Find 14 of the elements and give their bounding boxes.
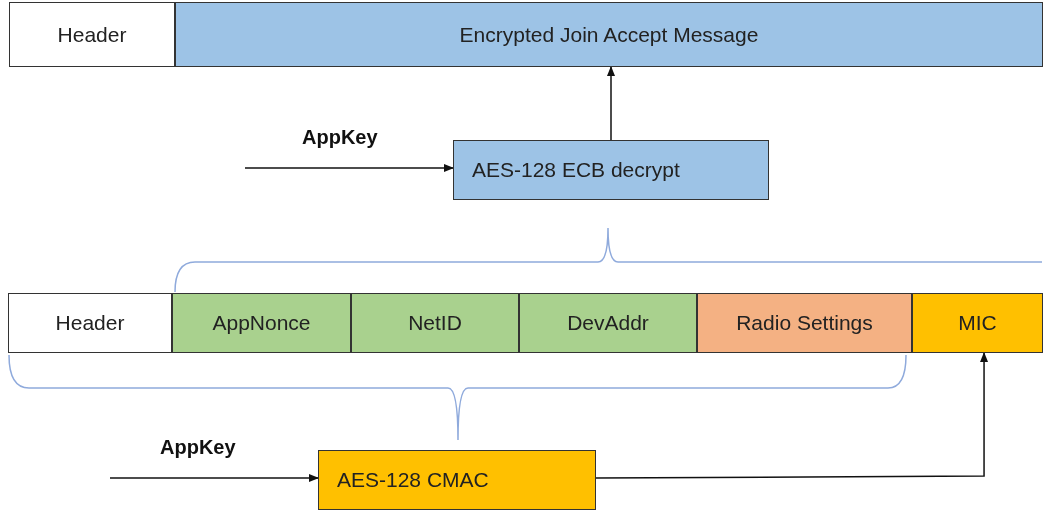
header-field: Header	[8, 293, 172, 353]
packet-field: MIC	[912, 293, 1043, 353]
arrow	[595, 352, 989, 479]
arrow	[109, 474, 319, 482]
process-box: AES-128 ECB decrypt	[453, 140, 769, 200]
message-field: Encrypted Join Accept Message	[175, 2, 1043, 67]
packet-field: AppNonce	[172, 293, 351, 353]
arrow	[244, 164, 454, 172]
packet-field: NetID	[351, 293, 519, 353]
header-field: Header	[9, 2, 175, 67]
arrow	[607, 66, 615, 141]
process-box: AES-128 CMAC	[318, 450, 596, 510]
packet-field: Radio Settings	[697, 293, 912, 353]
packet-field: DevAddr	[519, 293, 697, 353]
